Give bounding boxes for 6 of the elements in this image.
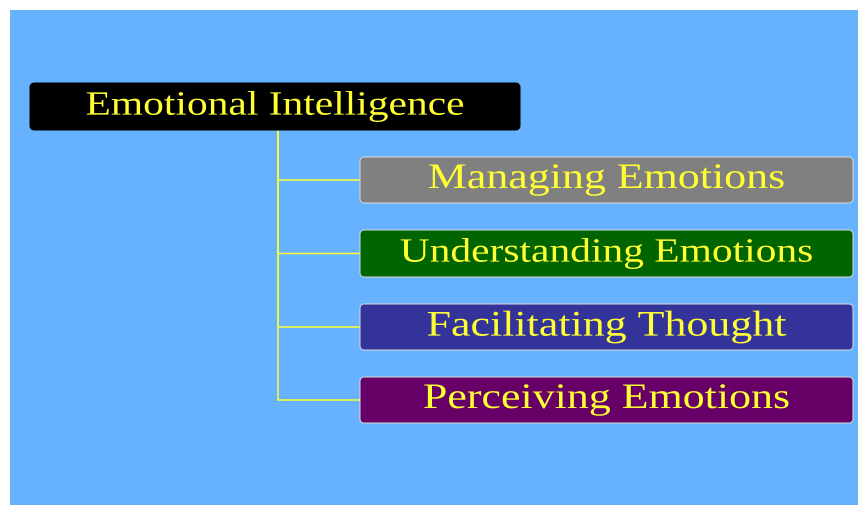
category-box: Managing Emotions <box>360 156 854 204</box>
connector-line <box>277 130 360 401</box>
category-box: Understanding Emotions <box>360 230 854 278</box>
category-box: Facilitating Thought <box>360 304 854 350</box>
category-box: Perceiving Emotions <box>360 376 854 424</box>
title-box: Emotional Intelligence <box>30 82 520 130</box>
